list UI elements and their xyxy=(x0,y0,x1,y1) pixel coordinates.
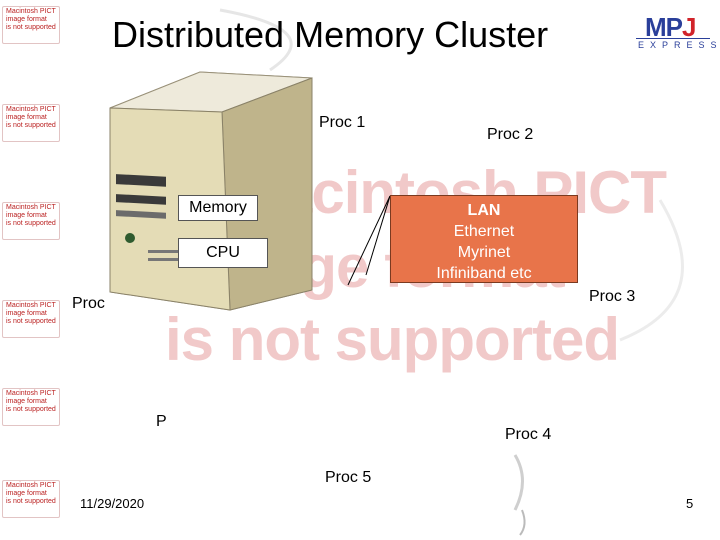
arc-decoration xyxy=(219,8,293,72)
memory-box: Memory xyxy=(178,195,258,221)
server-icon xyxy=(109,71,313,311)
mpj-express-logo: MPJ xyxy=(645,12,697,43)
lan-network-box: LAN Ethernet Myrinet Infiniband etc xyxy=(390,195,578,283)
arc-decoration xyxy=(619,199,684,342)
proc-5-label: Proc 5 xyxy=(325,469,372,486)
arc-decoration xyxy=(513,454,524,511)
lan-item-infiniband: Infiniband etc xyxy=(436,265,532,282)
arc-decoration xyxy=(519,509,526,536)
lan-item-myrinet: Myrinet xyxy=(457,244,511,261)
proc-2-label: Proc 2 xyxy=(487,126,534,143)
cpu-box: CPU xyxy=(178,238,268,268)
lan-item-ethernet: Ethernet xyxy=(453,223,515,240)
lan-connector-line xyxy=(347,195,391,286)
logo-divider xyxy=(636,38,710,39)
logo-subtitle: EXPRESS xyxy=(638,40,720,50)
proc-partial-label: Proc xyxy=(72,295,105,312)
logo-mp: MP xyxy=(645,12,683,42)
footer-page-number: 5 xyxy=(686,496,694,511)
proc-4-label: Proc 4 xyxy=(505,426,552,443)
pict-watermark-line3: is not supported xyxy=(165,306,620,373)
logo-j: J xyxy=(682,12,697,42)
lan-title: LAN xyxy=(467,202,501,219)
proc-3-label: Proc 3 xyxy=(589,288,636,305)
proc-1-label: Proc 1 xyxy=(319,114,366,131)
proc-partial-label-2: P xyxy=(156,413,167,430)
slide-title: Distributed Memory Cluster xyxy=(112,14,549,55)
lan-connector-line xyxy=(365,195,391,276)
footer-date: 11/29/2020 xyxy=(80,496,145,511)
